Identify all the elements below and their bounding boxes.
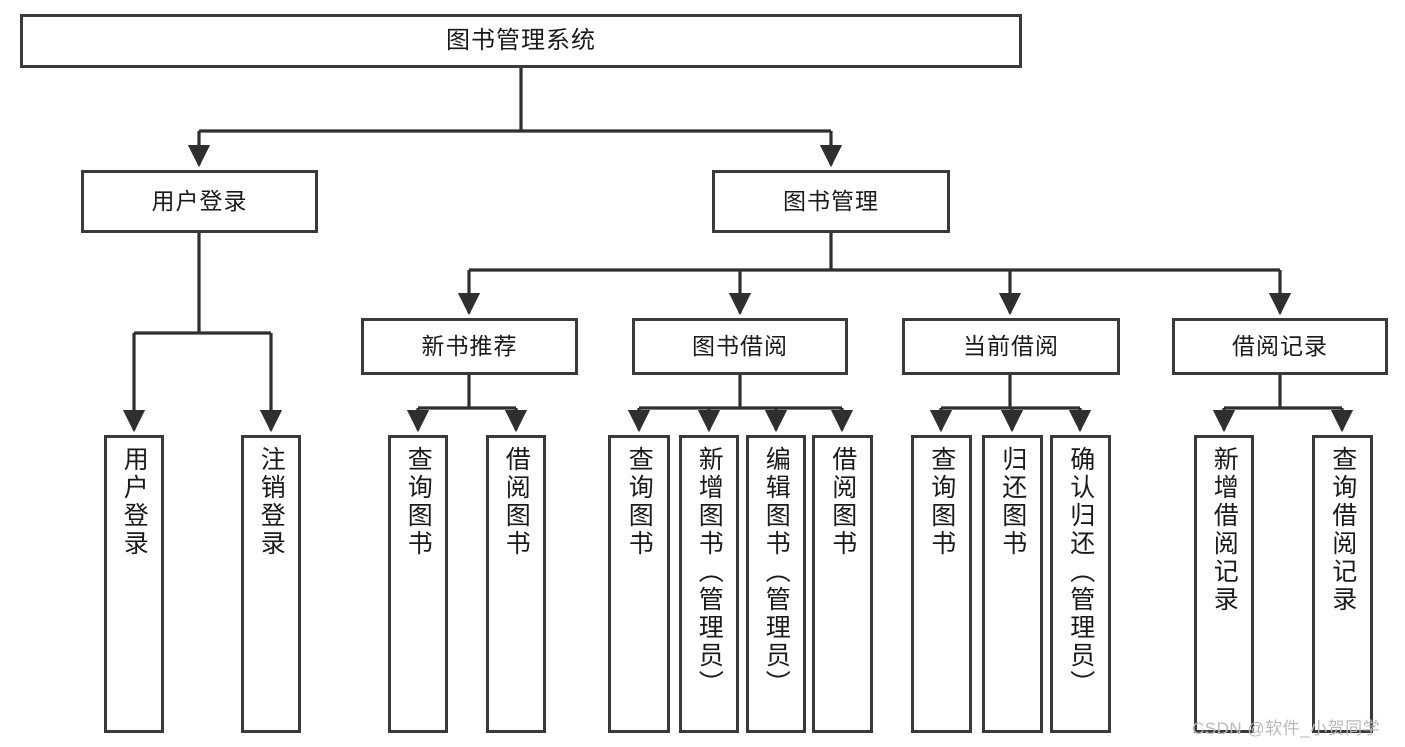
node-current-borrow-label: 当前借阅	[963, 332, 1059, 359]
node-root-label: 图书管理系统	[446, 26, 596, 54]
node-borrow-record-label: 借阅记录	[1232, 332, 1328, 359]
node-user-login[interactable]: 用户登录	[81, 170, 318, 233]
node-leaf-add-borrow-record[interactable]: 新增借阅记录	[1194, 435, 1254, 733]
node-leaf-confirm-return-admin[interactable]: 确认归还（管理员）	[1050, 435, 1111, 733]
node-user-login-label: 用户登录	[151, 187, 248, 214]
node-leaf-user-login-label: 用户登录	[120, 446, 149, 558]
node-leaf-query-borrow-record-label: 查询借阅记录	[1328, 446, 1357, 614]
node-leaf-edit-book-admin-label: 编辑图书（管理员）	[762, 446, 791, 698]
node-book-borrow-label: 图书借阅	[692, 332, 788, 359]
node-leaf-borrow-book-1[interactable]: 借阅图书	[486, 435, 546, 733]
node-leaf-borrow-book-2[interactable]: 借阅图书	[812, 435, 873, 733]
node-book-management[interactable]: 图书管理	[712, 170, 950, 233]
node-leaf-confirm-return-admin-label: 确认归还（管理员）	[1066, 446, 1095, 698]
node-borrow-record[interactable]: 借阅记录	[1172, 318, 1388, 375]
node-new-book-recommend-label: 新书推荐	[421, 332, 518, 359]
node-leaf-query-book-2[interactable]: 查询图书	[608, 435, 670, 733]
node-leaf-logout-login-label: 注销登录	[257, 446, 286, 558]
node-leaf-add-book-admin-label: 新增图书（管理员）	[695, 446, 724, 698]
node-leaf-user-login[interactable]: 用户登录	[104, 435, 164, 733]
node-leaf-add-book-admin[interactable]: 新增图书（管理员）	[679, 435, 739, 733]
node-current-borrow[interactable]: 当前借阅	[902, 318, 1120, 375]
node-root-system[interactable]: 图书管理系统	[20, 14, 1022, 68]
node-leaf-add-borrow-record-label: 新增借阅记录	[1210, 446, 1239, 614]
node-leaf-borrow-book-2-label: 借阅图书	[828, 446, 857, 558]
node-leaf-query-book-3[interactable]: 查询图书	[911, 435, 972, 733]
node-new-book-recommend[interactable]: 新书推荐	[361, 318, 578, 375]
node-leaf-edit-book-admin[interactable]: 编辑图书（管理员）	[746, 435, 806, 733]
csdn-watermark: CSDN @软件_小贺同学	[1192, 719, 1381, 738]
node-leaf-query-borrow-record[interactable]: 查询借阅记录	[1312, 435, 1373, 733]
node-leaf-borrow-book-1-label: 借阅图书	[502, 446, 531, 558]
node-leaf-return-book-label: 归还图书	[998, 446, 1027, 558]
node-leaf-return-book[interactable]: 归还图书	[982, 435, 1043, 733]
node-book-borrow[interactable]: 图书借阅	[632, 318, 848, 375]
node-book-management-label: 图书管理	[783, 187, 879, 214]
node-leaf-query-book-1[interactable]: 查询图书	[388, 435, 448, 733]
node-leaf-query-book-2-label: 查询图书	[625, 446, 654, 558]
node-leaf-query-book-3-label: 查询图书	[927, 446, 956, 558]
node-leaf-query-book-1-label: 查询图书	[404, 446, 433, 558]
node-leaf-logout-login[interactable]: 注销登录	[241, 435, 301, 733]
